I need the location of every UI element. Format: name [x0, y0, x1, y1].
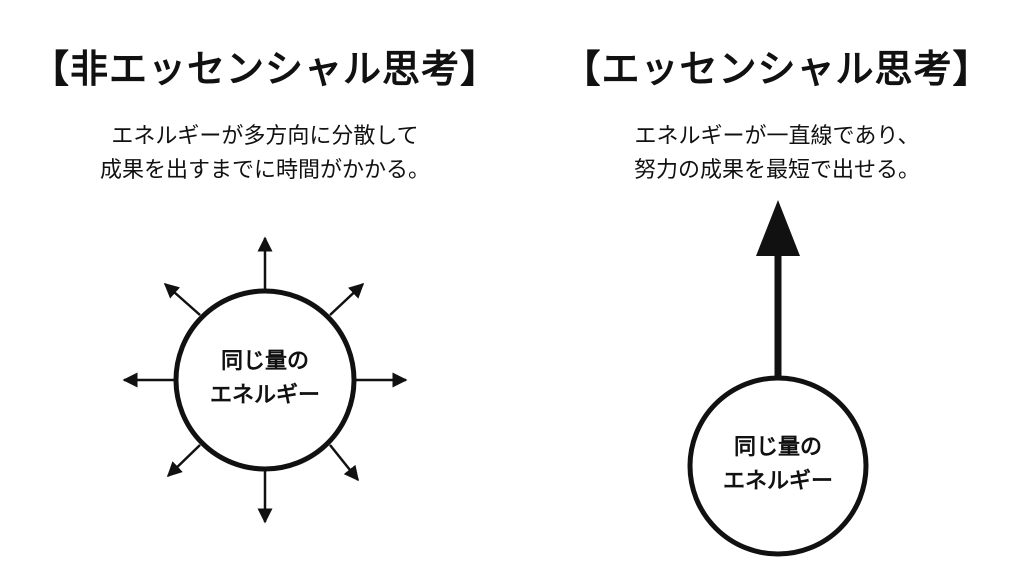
energy-label-line-1: 同じ量の — [733, 435, 822, 460]
energy-circle — [173, 288, 357, 472]
scattered-energy-diagram — [122, 236, 408, 524]
non-essential-title: 【非エッセンシャル思考】 — [30, 47, 499, 91]
focused-energy-diagram — [687, 200, 869, 557]
description-line-1: エネルギーが一直線であり、 — [634, 124, 920, 149]
energy-label-line-2: エネルギー — [722, 469, 833, 494]
arrow-down-left — [166, 444, 201, 478]
arrow-down-right — [329, 444, 359, 482]
arrow-head — [756, 200, 800, 256]
arrow-up-right — [329, 282, 365, 316]
energy-label: 同じ量の エネルギー — [175, 345, 355, 413]
energy-label-line-2: エネルギー — [209, 383, 320, 408]
description-line-1: エネルギーが多方向に分散して — [111, 124, 419, 149]
description-line-2: 成果を出すまでに時間がかかる。 — [99, 158, 430, 183]
essential-title: 【エッセンシャル思考】 — [562, 47, 992, 91]
non-essential-description: エネルギーが多方向に分散して 成果を出すまでに時間がかかる。 — [0, 120, 530, 188]
energy-label: 同じ量の エネルギー — [688, 431, 868, 499]
non-essential-panel: 【非エッセンシャル思考】 エネルギーが多方向に分散して 成果を出すまでに時間がか… — [0, 47, 530, 524]
essential-panel: 【エッセンシャル思考】 エネルギーが一直線であり、 努力の成果を最短で出せる。 … — [530, 0, 1024, 576]
arrow-up-left — [163, 283, 201, 316]
energy-circle — [687, 375, 869, 557]
energy-label-line-1: 同じ量の — [220, 349, 309, 374]
description-line-2: 努力の成果を最短で出せる。 — [633, 158, 920, 183]
essential-description: エネルギーが一直線であり、 努力の成果を最短で出せる。 — [530, 120, 1024, 188]
